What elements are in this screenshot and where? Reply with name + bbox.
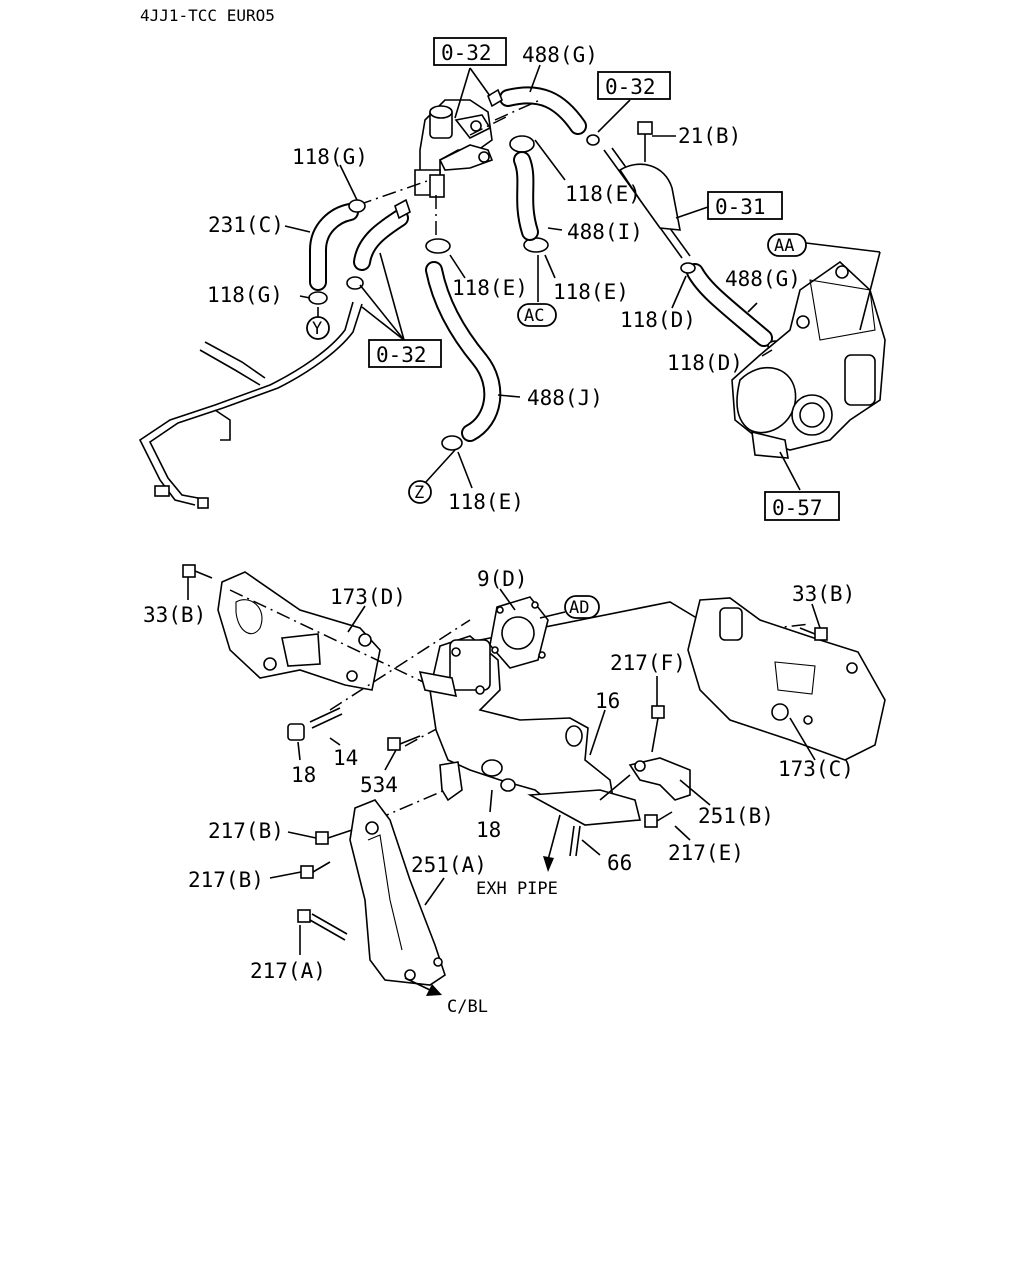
ref-box-0-32-top-text: 0-32 <box>441 41 492 65</box>
label-173c: 173(C) <box>778 757 854 781</box>
label-217b-upper: 217(B) <box>208 819 284 843</box>
bracket-251a <box>349 799 446 986</box>
label-217b-lower: 217(B) <box>188 868 264 892</box>
ref-box-0-57[interactable]: 0-57 <box>764 491 840 521</box>
label-534: 534 <box>360 773 398 797</box>
label-118d-lower: 118(D) <box>667 351 743 375</box>
label-118g-lower: 118(G) <box>207 283 283 307</box>
connector-ad-text: AD <box>569 598 589 618</box>
label-18-right: 18 <box>476 818 501 842</box>
ref-box-0-31-text: 0-31 <box>715 195 766 219</box>
connector-z[interactable]: Z <box>408 480 432 504</box>
fasteners <box>182 564 828 941</box>
label-14: 14 <box>333 746 358 770</box>
label-488g-right: 488(G) <box>725 267 801 291</box>
label-118e-bottom: 118(E) <box>448 490 524 514</box>
connector-z-text: Z <box>414 483 424 503</box>
label-488j: 488(J) <box>527 386 603 410</box>
label-18-left: 18 <box>291 763 316 787</box>
label-21b: 21(B) <box>678 124 741 148</box>
label-118d-upper: 118(D) <box>620 308 696 332</box>
label-251b: 251(B) <box>698 804 774 828</box>
ref-box-0-57-text: 0-57 <box>772 496 823 520</box>
connector-ac-text: AC <box>524 306 544 326</box>
ref-box-0-32-right-text: 0-32 <box>605 75 656 99</box>
label-251a: 251(A) <box>411 853 487 877</box>
label-488g-top: 488(G) <box>522 43 598 67</box>
upper-hose-assembly <box>138 64 886 509</box>
label-231c: 231(C) <box>208 213 284 237</box>
lower-exhaust-assembly <box>182 564 886 996</box>
ref-box-0-31[interactable]: 0-31 <box>707 191 783 220</box>
label-16: 16 <box>595 689 620 713</box>
label-33b-left: 33(B) <box>143 603 206 627</box>
connector-y[interactable]: Y <box>306 316 330 340</box>
connector-ad[interactable]: AD <box>564 595 600 619</box>
tee-fitting <box>414 99 494 198</box>
label-33b-right: 33(B) <box>792 582 855 606</box>
label-118g-top: 118(G) <box>292 145 368 169</box>
label-c-bl: C/BL <box>447 997 488 1017</box>
label-118e-top: 118(E) <box>565 182 641 206</box>
turbocharger <box>731 260 886 459</box>
part-labels: 488(G) 21(B) 118(G) 118(E) 231(C) 488(I)… <box>143 43 855 1017</box>
model-header: 4JJ1-TCC EURO5 <box>140 6 275 25</box>
label-9d: 9(D) <box>477 567 528 591</box>
ref-box-0-32-lower-text: 0-32 <box>376 343 427 367</box>
label-66: 66 <box>607 851 632 875</box>
label-118e-mid-right: 118(E) <box>553 280 629 304</box>
label-exh-pipe: EXH PIPE <box>476 879 558 899</box>
label-217a: 217(A) <box>250 959 326 983</box>
exhaust-manifold-16 <box>418 635 642 826</box>
label-118e-mid-left: 118(E) <box>452 276 528 300</box>
label-488i: 488(I) <box>567 220 643 244</box>
heat-shield-173d <box>217 571 381 691</box>
label-173d: 173(D) <box>330 585 406 609</box>
connector-ac[interactable]: AC <box>517 303 557 327</box>
connector-aa[interactable]: AA <box>767 233 807 257</box>
connector-y-text: Y <box>312 319 322 339</box>
label-217f: 217(F) <box>610 651 686 675</box>
ref-box-0-32-right[interactable]: 0-32 <box>597 71 671 100</box>
heat-shield-173c <box>687 597 886 761</box>
label-217e: 217(E) <box>668 841 744 865</box>
ref-box-0-32-top[interactable]: 0-32 <box>433 37 507 66</box>
gasket-9d <box>489 596 549 669</box>
connector-aa-text: AA <box>774 236 794 256</box>
ref-box-0-32-lower[interactable]: 0-32 <box>368 339 442 368</box>
